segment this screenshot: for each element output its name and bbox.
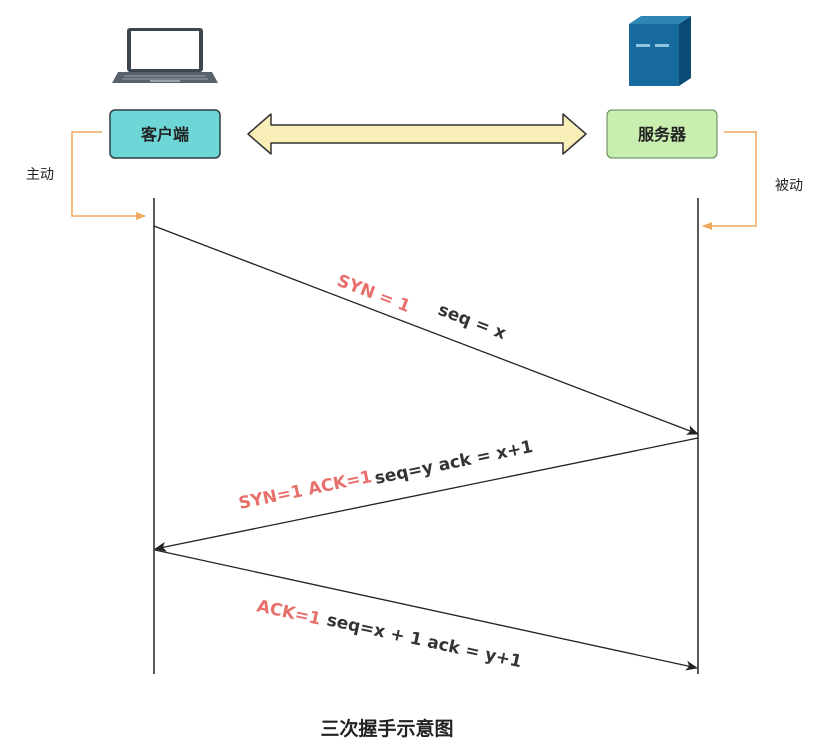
message-3-flags: ACK=1 [255,596,323,629]
client-active-bracket [71,131,146,220]
message-2-detail: seq=y ack = x+1 [373,437,535,489]
client-box: 客户端 [109,109,221,159]
diagram-caption: 三次握手示意图 [320,717,453,740]
laptop-icon [112,28,218,83]
message-arrow-1 [153,225,699,435]
client-active-note: 主动 [26,167,54,183]
message-arrow-2 [154,437,699,552]
message-3-detail: seq=x + 1 ack = y+1 [325,610,524,672]
message-arrow-3 [154,549,698,671]
server-label: 服务器 [638,125,687,144]
message-2-flags: SYN=1 ACK=1 [237,467,374,514]
client-label: 客户端 [141,125,189,144]
server-passive-note: 被动 [775,178,803,194]
server-passive-bracket [702,131,757,230]
connection-double-arrow [247,113,587,155]
server-box: 服务器 [606,109,718,159]
server-tower-icon [629,16,691,86]
